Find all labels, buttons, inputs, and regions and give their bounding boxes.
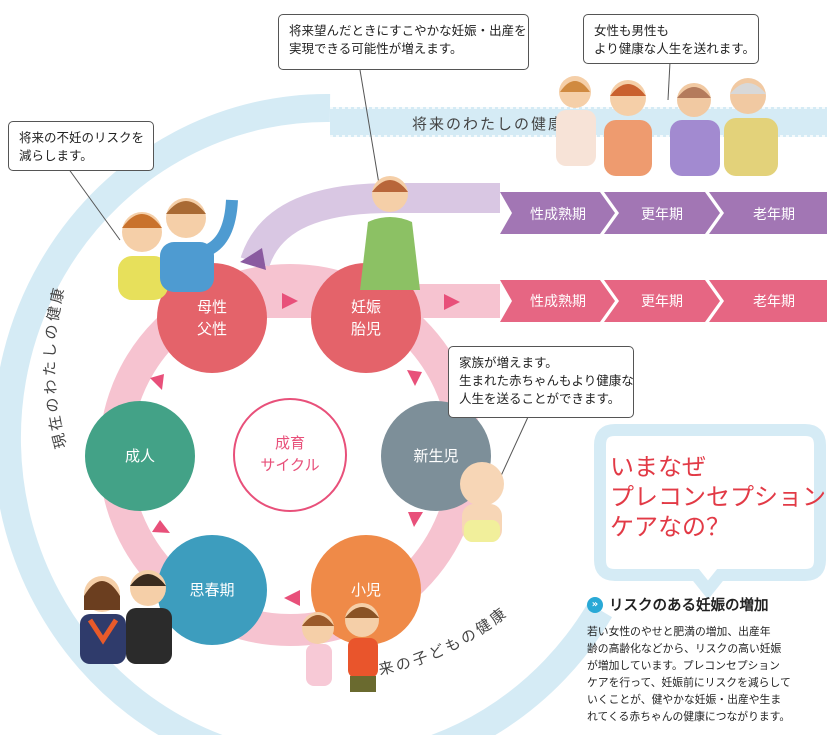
headline-line: ケアなの？: [610, 513, 730, 541]
stage-newborn-label: 新生児: [413, 447, 458, 465]
stage-pregnancy-label: 妊娠: [351, 298, 381, 316]
couple-illustration: [118, 198, 238, 300]
cycle-center-label: サイクル: [260, 456, 319, 474]
stage-pregnancy-label: 胎児: [351, 320, 381, 338]
timeline-bottom-stage: [604, 280, 720, 322]
callout-line: 生まれた赤ちゃんもより健康な: [459, 373, 634, 388]
cycle-arrow: [284, 590, 300, 606]
cycle-arrow: [407, 370, 422, 386]
cycle-arrow: [152, 520, 170, 533]
callout-line: 人生を送ることができます。: [459, 391, 621, 406]
cycle-arrow: [282, 293, 298, 309]
stage-child: [311, 535, 421, 645]
pregnant-woman-illustration: [360, 176, 420, 290]
purple-arrow: [240, 248, 266, 270]
double-chevron-icon: »: [587, 596, 603, 613]
stage-pregnancy: [311, 263, 421, 373]
callout-family-grows: 家族が増えます。 生まれた赤ちゃんもより健康な 人生を送ることができます。: [448, 346, 634, 418]
stage-parents-label: 父性: [197, 320, 227, 338]
risk-body-line: 若い女性のやせと肥満の増加、出産年: [587, 625, 771, 638]
students-illustration: [80, 570, 172, 664]
timeline-top-stage: [604, 192, 720, 234]
callout-future-pregnancy: 将来望んだときにすこやかな妊娠・出産を 実現できる可能性が増えます。: [278, 14, 529, 70]
timeline-top-label: 更年期: [641, 207, 683, 223]
timeline-bottom-stage: [709, 280, 827, 322]
callout-line: より健康な人生を送れます。: [594, 41, 756, 56]
timeline-top-label: 老年期: [753, 207, 795, 223]
timeline-bottom-label: 老年期: [753, 294, 795, 310]
timeline-top: 性成熟期 更年期 老年期: [500, 192, 827, 234]
risk-body-line: 齢の高齢化などから、リスクの高い妊娠: [587, 642, 782, 655]
callout-line: 将来の不妊のリスクを: [19, 130, 145, 145]
callout-healthy-life: 女性も男性も より健康な人生を送れます。: [583, 14, 759, 64]
callout-infertility-risk: 将来の不妊のリスクを 減らします。: [8, 121, 154, 171]
stage-parents-label: 母性: [197, 298, 227, 316]
risk-title: リスクのある妊娠の増加: [609, 598, 769, 614]
cycle-arrow: [444, 294, 460, 310]
cycle-center-label: 成育: [275, 434, 305, 452]
timeline-top-stage: [709, 192, 827, 234]
timeline-top-stage: [500, 192, 615, 234]
callout-line: 家族が増えます。: [459, 355, 558, 370]
timeline-bottom-stage: [500, 280, 615, 322]
headline: いまなぜ プレコンセプション ケアなの？: [610, 452, 826, 542]
future-health-label: 将来のわたしの健康: [412, 115, 565, 133]
cycle-center: [233, 398, 347, 512]
risk-body: 若い女性のやせと肥満の増加、出産年 齢の高齢化などから、リスクの高い妊娠 が増加…: [587, 623, 819, 725]
callout-line: 女性も男性も: [594, 23, 670, 38]
risk-section: » リスクのある妊娠の増加 若い女性のやせと肥満の増加、出産年 齢の高齢化などか…: [587, 594, 819, 725]
stage-child-label: 小児: [351, 581, 381, 599]
risk-title-row: » リスクのある妊娠の増加: [587, 594, 819, 615]
headline-bubble: [594, 424, 826, 600]
risk-body-line: いくことが、健やかな妊娠・出産や生ま: [587, 693, 782, 706]
headline-line: いまなぜ: [610, 453, 706, 481]
callout-line: 減らします。: [19, 148, 93, 163]
cycle-arrow: [150, 374, 164, 390]
timeline-bottom-label: 性成熟期: [530, 294, 586, 310]
risk-body-line: が増加しています。プレコンセプション: [587, 659, 780, 672]
stage-adolescence: [157, 535, 267, 645]
timeline-bottom: 性成熟期 更年期 老年期: [500, 280, 827, 322]
children-illustration: [302, 603, 379, 692]
family-illustration: [556, 76, 778, 176]
stage-adolescence-label: 思春期: [189, 581, 234, 599]
callout-line: 将来望んだときにすこやかな妊娠・出産を: [289, 23, 527, 38]
health-band-outer: [0, 93, 613, 735]
stage-adult: [85, 401, 195, 511]
risk-body-line: れてくる赤ちゃんの健康につながります。: [587, 710, 791, 723]
headline-line: プレコンセプション: [610, 483, 826, 511]
timeline-bottom-label: 更年期: [641, 294, 683, 310]
stage-adult-label: 成人: [125, 447, 155, 465]
callout-line: 実現できる可能性が増えます。: [289, 41, 463, 56]
timeline-top-label: 性成熟期: [530, 207, 586, 223]
risk-body-line: ケアを行って、妊娠前にリスクを減らして: [587, 676, 791, 689]
baby-illustration: [460, 462, 504, 542]
cycle-arrow: [408, 512, 423, 527]
